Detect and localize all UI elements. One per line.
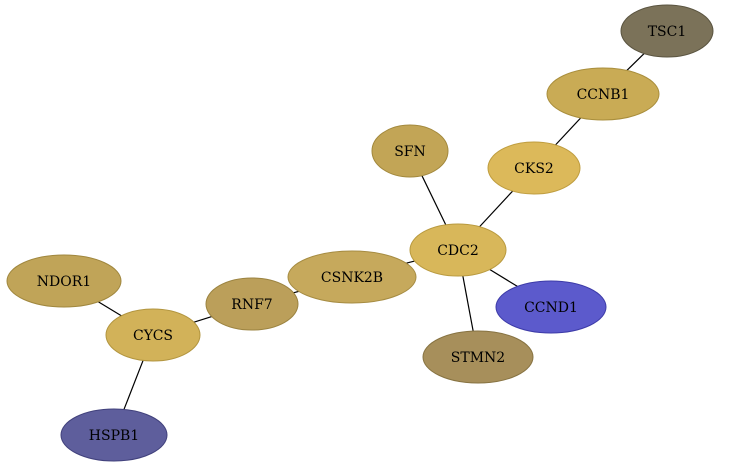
edge-csnk2b-rnf7 (293, 290, 299, 294)
edge-cks2-cdc2 (479, 190, 514, 228)
node-label: SFN (394, 144, 426, 160)
edge-cdc2-stmn2 (462, 275, 474, 332)
node-label: CKS2 (514, 161, 554, 177)
node-ellipse (371, 124, 449, 178)
node-ellipse (105, 308, 201, 362)
edge-tsc1-ccnb1 (626, 53, 645, 71)
edges-layer (97, 53, 645, 410)
node-ndor1: NDOR1 (6, 254, 122, 308)
edge-cycs-hspb1 (123, 360, 144, 410)
node-ellipse (205, 277, 299, 331)
edge-ccnb1-cks2 (555, 117, 582, 146)
edge-rnf7-cycs (193, 316, 212, 323)
node-label: STMN2 (451, 350, 505, 366)
node-hspb1: HSPB1 (60, 408, 168, 462)
node-sfn: SFN (371, 124, 449, 178)
node-cks2: CKS2 (487, 141, 581, 195)
node-label: RNF7 (231, 297, 272, 313)
node-ellipse (287, 250, 417, 304)
node-ellipse (409, 223, 507, 277)
node-label: CSNK2B (321, 270, 383, 286)
edge-sfn-cdc2 (421, 175, 447, 226)
node-ellipse (487, 141, 581, 195)
edge-ndor1-cycs (97, 301, 122, 317)
node-rnf7: RNF7 (205, 277, 299, 331)
node-csnk2b: CSNK2B (287, 250, 417, 304)
node-tsc1: TSC1 (620, 4, 714, 58)
node-label: HSPB1 (89, 428, 139, 444)
node-ccnd1: CCND1 (495, 280, 607, 334)
node-cycs: CYCS (105, 308, 201, 362)
node-label: CDC2 (437, 243, 479, 259)
node-ellipse (620, 4, 714, 58)
edge-cdc2-ccnd1 (489, 268, 518, 287)
node-cdc2: CDC2 (409, 223, 507, 277)
node-ellipse (6, 254, 122, 308)
node-label: CCNB1 (577, 87, 630, 103)
node-label: CCND1 (524, 300, 578, 316)
node-stmn2: STMN2 (422, 330, 534, 384)
node-ellipse (60, 408, 168, 462)
node-label: NDOR1 (37, 274, 91, 290)
node-label: TSC1 (648, 24, 687, 40)
edge-cdc2-csnk2b (406, 260, 415, 264)
node-ellipse (422, 330, 534, 384)
node-ellipse (546, 67, 660, 121)
node-label: CYCS (133, 328, 173, 344)
node-ellipse (495, 280, 607, 334)
node-ccnb1: CCNB1 (546, 67, 660, 121)
